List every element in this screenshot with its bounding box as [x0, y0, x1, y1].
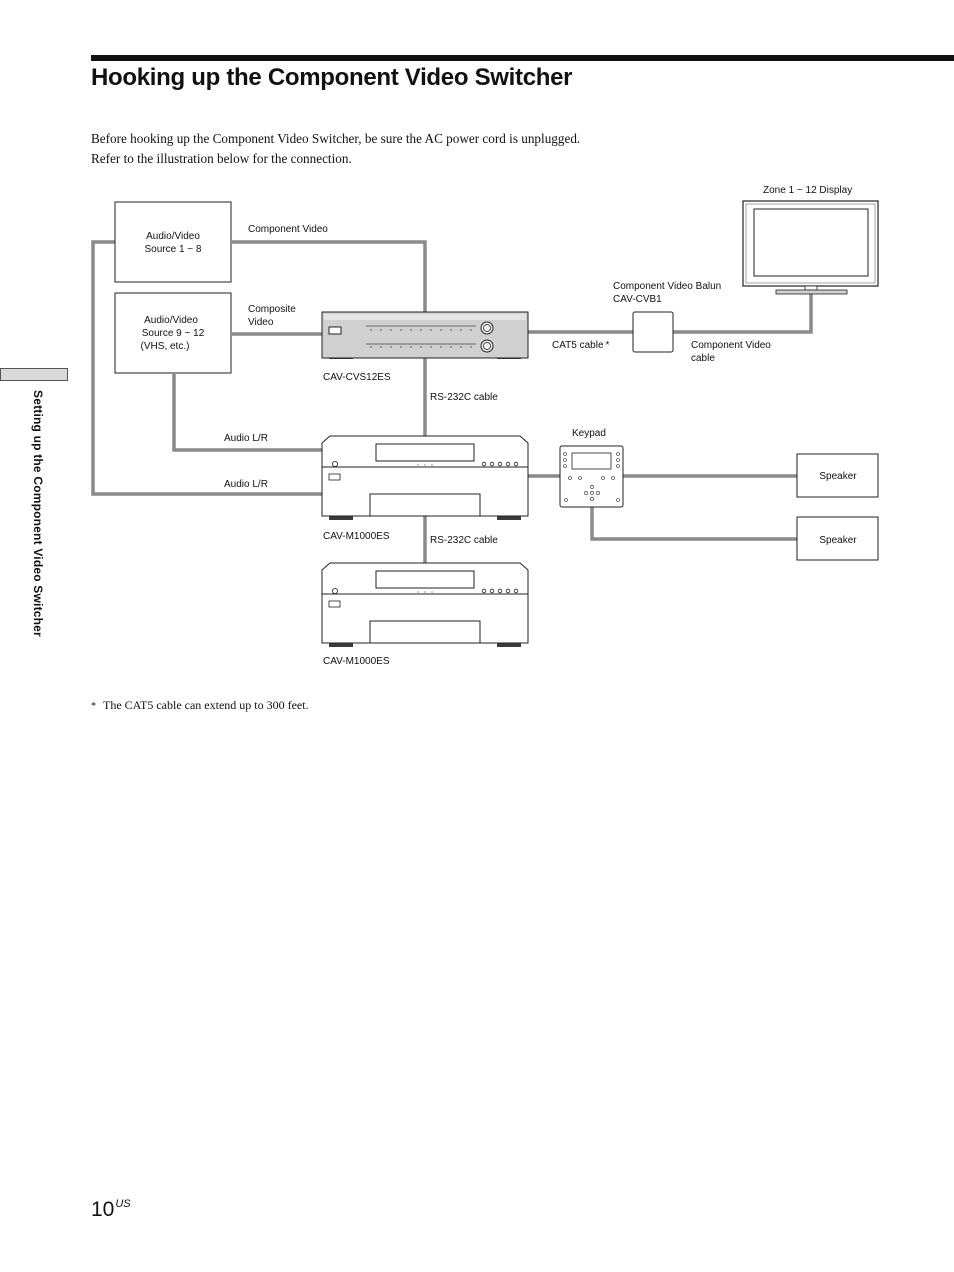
source2-audio-wire	[172, 374, 322, 452]
footnote-text: The CAT5 cable can extend up to 300 feet…	[103, 698, 309, 712]
composite-video-label-line1: Composite	[248, 304, 296, 315]
amplifier-1-label: CAV-M1000ES	[323, 531, 390, 542]
amplifier-2-label: CAV-M1000ES	[323, 656, 390, 667]
component-video-cable-label-line2: cable	[691, 353, 715, 364]
wires	[91, 240, 813, 563]
source1-audio-wire	[91, 240, 322, 496]
source2-label-line2: Source 9 ~ 12	[142, 328, 205, 339]
intro-line-2: Refer to the illustration below for the …	[91, 151, 352, 166]
component-video-label: Component Video	[248, 224, 328, 235]
audio-lr-label-1: Audio L/R	[224, 433, 268, 444]
component-video-wire	[232, 240, 427, 312]
keypad-device	[559, 445, 624, 508]
speaker-2-label: Speaker	[819, 535, 857, 546]
connection-diagram: Audio/Video Source 1 ~ 8 Audio/Video Sou…	[91, 185, 879, 667]
speaker-1-box	[796, 453, 879, 498]
source1-label-line2: Source 1 ~ 8	[145, 244, 202, 255]
balun-label-line1: Component Video Balun	[613, 281, 721, 292]
source1-label-line1: Audio/Video	[146, 231, 200, 242]
footnote-mark: *	[91, 701, 96, 712]
rs232-label-2: RS-232C cable	[430, 535, 498, 546]
page-number-value: 10	[91, 1198, 115, 1221]
source-1-8-box	[114, 201, 232, 283]
display-device	[742, 200, 879, 295]
source2-label-line1: Audio/Video	[144, 315, 198, 326]
amplifier-1-device	[321, 435, 529, 520]
speaker-2-box	[796, 516, 879, 561]
display-label: Zone 1 ~ 12 Display	[763, 185, 852, 196]
component-video-cable-label-line1: Component Video	[691, 340, 771, 351]
section-tab	[0, 368, 68, 381]
speaker-1-label: Speaker	[819, 471, 857, 482]
switcher-device	[321, 311, 529, 359]
keypad-label: Keypad	[572, 428, 606, 439]
top-rule	[91, 55, 954, 61]
page-number: 10US	[91, 1198, 131, 1222]
balun-label-line2: CAV-CVB1	[613, 294, 662, 305]
amplifier-2-device	[321, 562, 529, 647]
source-9-12-box	[114, 292, 232, 374]
component-video-cable-wire	[673, 292, 813, 334]
rs232-label-1: RS-232C cable	[430, 392, 498, 403]
keypad-speaker2-wire	[590, 507, 797, 541]
intro-line-1: Before hooking up the Component Video Sw…	[91, 131, 581, 146]
page-title: Hooking up the Component Video Switcher	[91, 64, 573, 91]
switcher-label: CAV-CVS12ES	[323, 372, 391, 383]
footnote: * The CAT5 cable can extend up to 300 fee…	[91, 698, 309, 713]
balun-device	[632, 311, 674, 353]
cat5-cable-label: CAT5 cable*	[552, 340, 610, 351]
intro-text: Before hooking up the Component Video Sw…	[91, 129, 580, 169]
composite-video-label-line2: Video	[248, 317, 274, 328]
page-number-suffix: US	[115, 1198, 131, 1210]
source2-label-line3: (VHS, etc.)	[141, 341, 190, 352]
audio-lr-label-2: Audio L/R	[224, 479, 268, 490]
section-side-label: Setting up the Component Video Switcher	[31, 390, 45, 637]
